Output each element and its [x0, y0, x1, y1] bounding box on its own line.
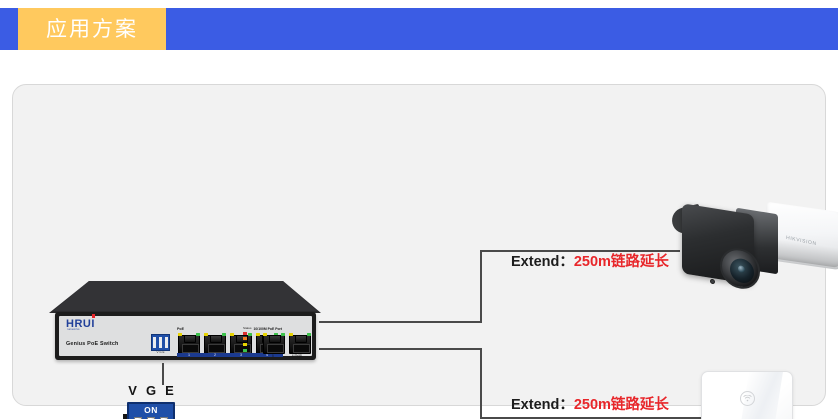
dip-lever-row[interactable] [134, 417, 168, 419]
uplink-port-group: 5 6 PWR [263, 333, 311, 358]
extend-label-camera: Extend：250m链路延长 [511, 255, 669, 270]
extend-value: 250m链路延长 [573, 254, 669, 270]
extend-prefix: Extend： [511, 254, 574, 270]
switch-front-bezel: HRUI networks Genius PoE Switch V G E Po… [55, 312, 316, 360]
poe-port-number: 4 [266, 353, 268, 357]
poe-port-number: 3 [240, 353, 242, 357]
port-led-left-icon [178, 333, 182, 336]
port-led-right-icon [248, 333, 252, 336]
switch-top-chassis [49, 281, 321, 313]
dip-callout-lever-2[interactable] [147, 417, 155, 419]
camera-lens-glass-icon [738, 265, 745, 274]
header-section-tab[interactable]: 应用方案 [18, 8, 166, 50]
status-led-green-icon [243, 348, 247, 353]
poe-port-number: 1 [188, 353, 190, 357]
poe-rate-label: 10/100M PoE Port [253, 327, 282, 331]
uplink-port-6[interactable] [289, 333, 311, 354]
dip-letter-e: E [165, 383, 174, 398]
port-led-left-icon [204, 333, 208, 336]
wifi-glyph-icon [743, 395, 752, 402]
port-led-left-icon [289, 333, 293, 336]
poe-port-number: 2 [214, 353, 216, 357]
switch-brand-subtext: networks [67, 328, 80, 331]
wire-switch-to-camera-seg3 [480, 250, 680, 252]
diagram-panel: Extend：250m链路延长 Extend：250m链路延长 HRUI net… [12, 84, 838, 419]
switch-onboard-dip-label: V G E [156, 350, 165, 354]
poe-switch-device: HRUI networks Genius PoE Switch V G E Po… [49, 281, 321, 363]
port-led-right-icon [281, 333, 285, 336]
port-led-right-icon [222, 333, 226, 336]
header-section-title: 应用方案 [46, 17, 138, 41]
port-led-left-icon [230, 333, 234, 336]
dip-callout-lever-3[interactable] [160, 417, 168, 419]
port-led-right-icon [196, 333, 200, 336]
camera-lens-inner [730, 256, 754, 285]
wire-switch-to-camera-seg1 [319, 321, 482, 323]
status-led-column: Status [243, 327, 257, 355]
poe-port-number-bar: 1 2 3 4 [177, 353, 283, 357]
extend-prefix: Extend： [511, 397, 574, 413]
dip-letter-row: V G E [119, 384, 183, 397]
wire-switch-to-ap-seg2 [480, 348, 482, 419]
switch-model-label: Genius PoE Switch [66, 341, 119, 347]
wifi-indicator-icon [740, 391, 755, 406]
status-led-red-icon [243, 331, 247, 335]
port-led-right-icon [307, 333, 311, 336]
switch-faceplate: HRUI networks Genius PoE Switch V G E Po… [59, 316, 312, 358]
port-led-left-icon [263, 333, 267, 336]
port-led-right-icon [274, 333, 278, 336]
dip-letter-g: G [145, 383, 157, 398]
camera-lens-housing [682, 203, 760, 292]
ip-camera: HIKVISION [658, 195, 838, 295]
dip-switch-body[interactable]: ON 1 2 3 [123, 402, 175, 419]
wire-switch-to-camera-seg2 [480, 250, 482, 323]
uplink-port-5[interactable] [263, 333, 285, 354]
uplink-port-labels: 5 6 PWR [263, 353, 311, 358]
wire-switch-to-ap-seg3 [480, 417, 702, 419]
dip-lever-2[interactable] [158, 337, 162, 348]
status-led-label: Status [243, 326, 252, 330]
dip-callout-lever-1[interactable] [134, 417, 142, 419]
dip-callout-leader-line [162, 363, 164, 385]
status-led-yellow-icon [243, 343, 247, 347]
uplink-port-number: 6 PWR [291, 353, 302, 358]
status-led-orange-icon [243, 337, 247, 341]
camera-screw-icon [710, 278, 715, 285]
poe-group-label: PoE [177, 327, 184, 331]
dip-switch-callout: V G E ON 1 2 3 [119, 384, 183, 419]
switch-onboard-dip[interactable] [151, 334, 170, 351]
wire-switch-to-ap-seg1 [319, 348, 482, 350]
dip-on-label: ON [144, 405, 158, 415]
extend-value: 250m链路延长 [573, 397, 669, 413]
wall-ap-panel [701, 371, 793, 419]
poe-port-1[interactable] [178, 333, 200, 354]
dip-lever-3[interactable] [164, 337, 168, 348]
port-led-left-icon [256, 333, 260, 336]
uplink-port-number: 5 [272, 353, 274, 358]
switch-brand-logo: HRUI [66, 318, 95, 330]
extend-label-wall-ap: Extend：250m链路延长 [511, 398, 669, 413]
dip-lever-1[interactable] [153, 337, 157, 348]
dip-letter-v: V [128, 383, 137, 398]
poe-port-2[interactable] [204, 333, 226, 354]
